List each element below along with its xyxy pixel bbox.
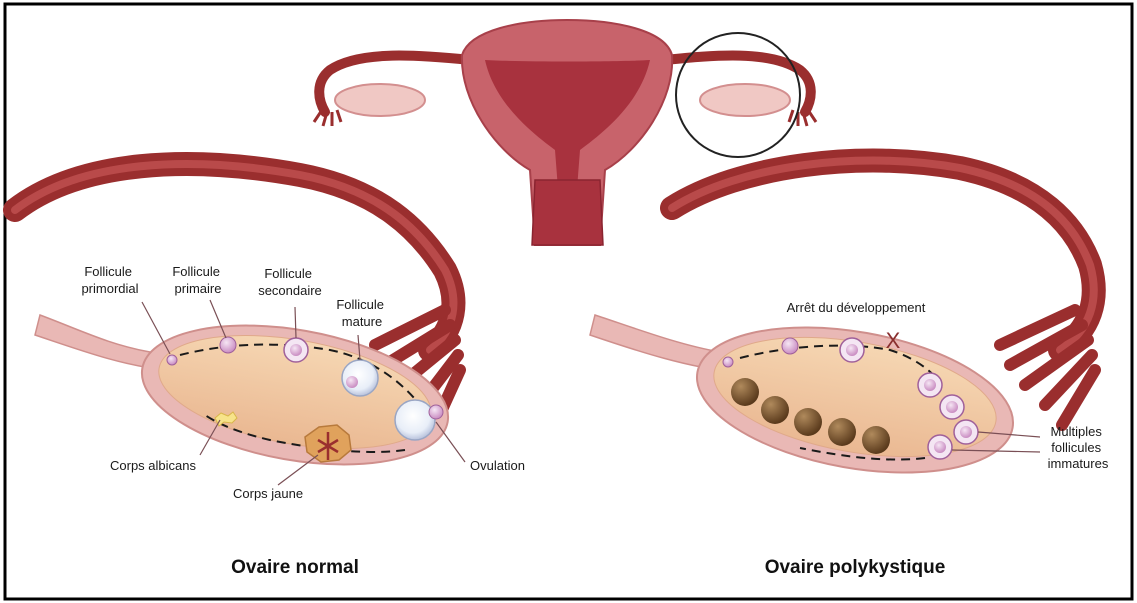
pcos-ovary-panel: X Arrêt du développement Multiples folli	[590, 161, 1109, 578]
title-ovaire-polykystique: Ovaire polykystique	[765, 557, 946, 578]
pcos-tube	[672, 161, 1094, 350]
follicle-ovulating	[395, 400, 435, 440]
right-ovary-small	[700, 84, 790, 116]
label-follicule-secondaire: Follicule secondaire	[258, 266, 322, 298]
released-oocyte	[429, 405, 443, 419]
label-ovulation: Ovulation	[470, 458, 525, 473]
leader-ovulation	[436, 422, 465, 462]
left-fimbriae	[314, 110, 341, 126]
pcos-fimbriae	[1000, 310, 1095, 425]
follicle-primordial	[167, 355, 177, 365]
label-follicule-primordial: Follicule primordial	[81, 264, 138, 296]
pcos-follicle-primordial	[723, 357, 733, 367]
normal-ovary-panel: Follicule primordial Follicule primaire …	[15, 164, 525, 578]
cervix	[532, 180, 603, 245]
label-corps-albicans: Corps albicans	[110, 458, 196, 473]
follicle-mature	[342, 360, 378, 396]
left-ovary-small	[335, 84, 425, 116]
label-arret-developpement: Arrêt du développement	[787, 300, 926, 315]
normal-tube	[15, 164, 453, 350]
follicle-primary	[220, 337, 236, 353]
label-follicule-primaire: Follicule primaire	[172, 264, 223, 296]
label-follicule-mature: Follicule mature	[336, 297, 387, 329]
label-corps-jaune: Corps jaune	[233, 486, 303, 501]
pcos-follicle-primary	[782, 338, 798, 354]
title-ovaire-normal: Ovaire normal	[231, 557, 359, 578]
label-multiples-follicules: Multiples follicules immatures	[1048, 424, 1109, 471]
arrest-x-mark: X	[886, 328, 901, 353]
